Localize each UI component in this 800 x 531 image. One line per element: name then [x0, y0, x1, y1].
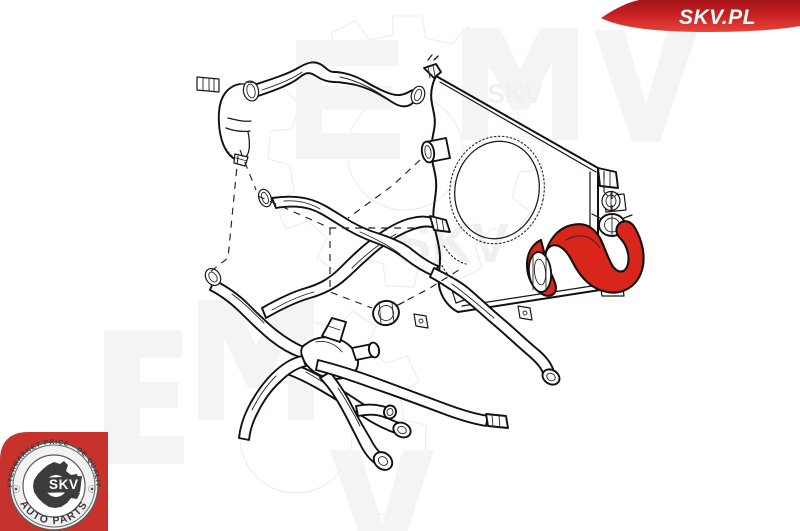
- banner-shape: [601, 0, 800, 32]
- hose-clamp-ring: [410, 85, 426, 105]
- badge-center-label: SKV: [49, 477, 79, 492]
- hose-clamp-ring: [372, 299, 405, 327]
- radiator-upper-inlet: [423, 54, 442, 79]
- badge-star-right: ⦿: [88, 485, 96, 494]
- hose-bracket-tab: [413, 313, 429, 329]
- assembly-guide-lines: [209, 149, 613, 309]
- header-brand-banner: SKV.PL: [591, 0, 800, 36]
- badge-star-left: ⦿: [12, 485, 20, 494]
- hose-clamp-ring: [257, 188, 273, 208]
- radiator-lower-inlet: [420, 137, 451, 164]
- middle-coolant-hose: [261, 215, 451, 319]
- hose-clamp-ring: [601, 190, 621, 212]
- badge-inner-ring: [12, 444, 96, 528]
- badge-center-banner: [38, 476, 82, 493]
- hose-clamp-ring: [242, 80, 260, 102]
- hose-bracket-tab: [517, 305, 533, 321]
- expansion-tank: [196, 76, 258, 167]
- watermark-skv-upper: SKV: [487, 79, 543, 109]
- thermostat-housing: [238, 317, 509, 471]
- highlighted-coolant-hose: [525, 220, 645, 297]
- quality-badge: ⦿ ⦿ SKV AFTERMARKET PRICE · OE QUALITY A…: [0, 430, 108, 531]
- brand-label: SKV.PL: [679, 6, 756, 29]
- lower-right-hose: [429, 267, 561, 386]
